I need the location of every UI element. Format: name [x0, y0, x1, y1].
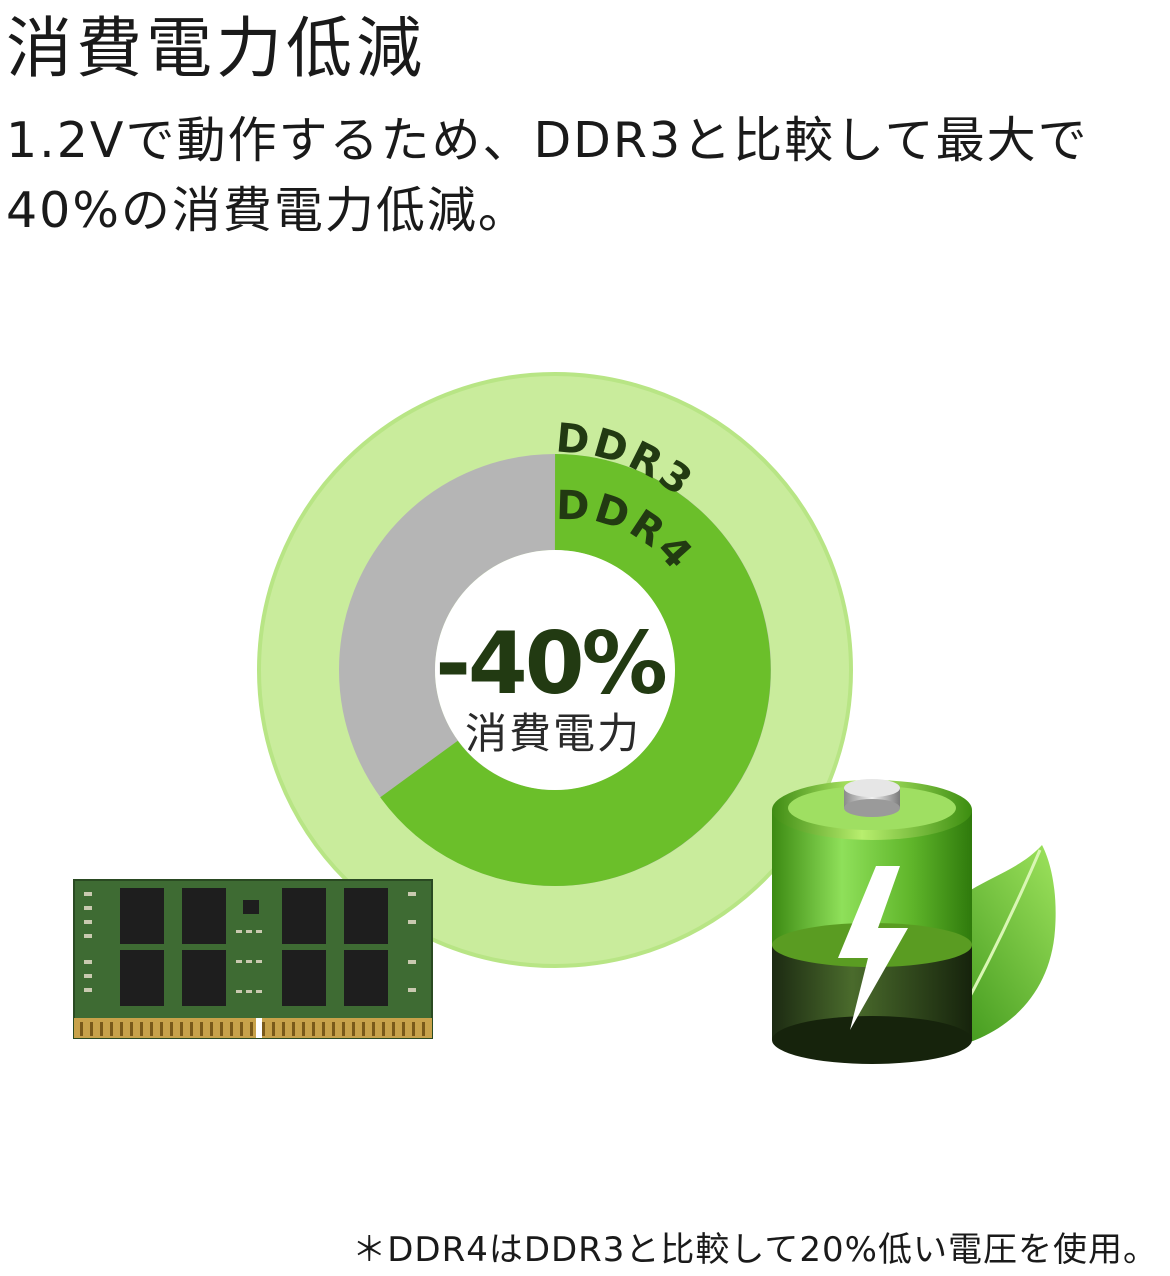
- reduction-caption: 消費電力: [465, 709, 641, 758]
- headline: 消費電力低減: [6, 10, 426, 87]
- description-line-1: 1.2Vで動作するため、DDR3と比較して最大で: [6, 112, 1089, 169]
- description-line-2: 40%の消費電力低減。: [6, 182, 529, 239]
- reduction-value: -40%: [435, 614, 665, 714]
- power-comparison-graphic: DDR3 DDR4 -40% 消費電力: [73, 368, 1056, 1064]
- description: 1.2Vで動作するため、DDR3と比較して最大で 40%の消費電力低減。: [6, 106, 1156, 246]
- ram-module-image: [73, 879, 433, 1039]
- lightning-bolt-icon: [838, 866, 908, 1030]
- battery-icon: [772, 779, 972, 1064]
- ddr4-ring-green: [380, 454, 771, 886]
- center-disk: [435, 550, 675, 790]
- footnote: ＊DDR4はDDR3と比較して20%低い電圧を使用。: [352, 1230, 1158, 1270]
